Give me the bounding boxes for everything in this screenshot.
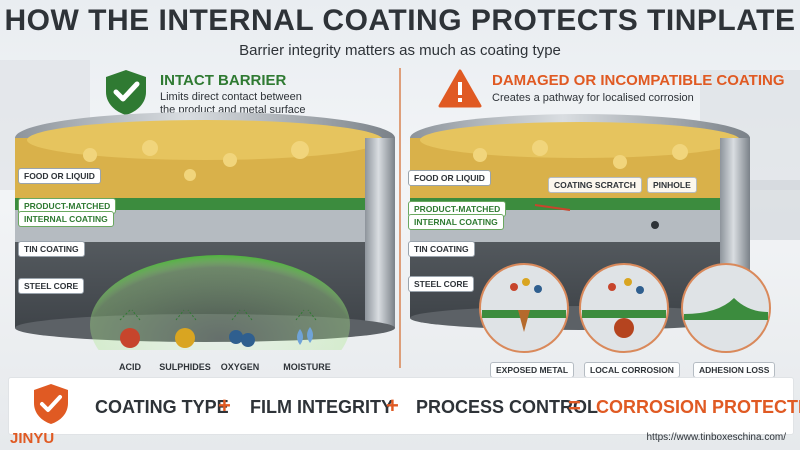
check-shield-icon bbox=[106, 70, 146, 115]
left-heading: INTACT BARRIER bbox=[160, 72, 287, 89]
formula-plus-1: + bbox=[218, 393, 231, 418]
agent-label-moisture: MOISTURE bbox=[283, 362, 331, 372]
website-url[interactable]: https://www.tinboxeschina.com/ bbox=[646, 432, 786, 443]
defect-insets-graphic bbox=[479, 263, 771, 353]
agent-label-acid: ACID bbox=[119, 362, 141, 372]
inset-exposed-metal bbox=[479, 263, 569, 353]
formula-equals: = bbox=[568, 393, 581, 418]
inset-label-local-corrosion: LOCAL CORROSION bbox=[584, 362, 680, 378]
formula-term-process-control: PROCESS CONTROL bbox=[416, 397, 599, 417]
inset-label-adhesion-loss: ADHESION LOSS bbox=[693, 362, 776, 378]
inset-label-exposed-metal: EXPOSED METAL bbox=[490, 362, 575, 378]
agent-label-sulphides: SULPHIDES bbox=[159, 362, 211, 372]
left-label-tin: TIN COATING bbox=[18, 241, 85, 257]
defect-label-scratch: COATING SCRATCH bbox=[548, 177, 642, 193]
formula-term-coating-type: COATING TYPE bbox=[95, 397, 229, 417]
oxygen-icon bbox=[229, 330, 243, 344]
inset-local-corrosion bbox=[579, 263, 669, 353]
check-shield-icon-bottom bbox=[34, 384, 68, 424]
defect-label-pinhole: PINHOLE bbox=[647, 177, 697, 193]
left-label-food: FOOD OR LIQUID bbox=[18, 168, 101, 184]
page-subtitle: Barrier integrity matters as much as coa… bbox=[239, 42, 561, 59]
right-heading: DAMAGED OR INCOMPATIBLE COATING bbox=[492, 72, 785, 89]
right-label-tin: TIN COATING bbox=[408, 241, 475, 257]
formula-bar bbox=[8, 377, 794, 435]
formula-term-film-integrity: FILM INTEGRITY bbox=[250, 397, 393, 417]
right-label-steel: STEEL CORE bbox=[408, 276, 475, 292]
left-label-coating-line2: INTERNAL COATING bbox=[18, 211, 114, 227]
warning-triangle-icon bbox=[438, 69, 482, 108]
page-title: HOW THE INTERNAL COATING PROTECTS TINPLA… bbox=[4, 4, 796, 37]
panel-divider bbox=[399, 68, 401, 368]
corrosive-agents-graphic bbox=[119, 309, 317, 348]
formula-result: CORROSION PROTECTION bbox=[596, 397, 800, 417]
sulphides-icon bbox=[175, 328, 195, 348]
formula-plus-2: + bbox=[386, 393, 399, 418]
left-label-steel: STEEL CORE bbox=[18, 278, 85, 294]
right-label-coating-line2: INTERNAL COATING bbox=[408, 214, 504, 230]
brand-logo: JINYU bbox=[10, 430, 55, 447]
moisture-icon bbox=[297, 329, 303, 345]
right-label-food: FOOD OR LIQUID bbox=[408, 170, 491, 186]
acid-icon bbox=[120, 328, 140, 348]
right-description: Creates a pathway for localised corrosio… bbox=[492, 92, 694, 104]
agent-label-oxygen: OXYGEN bbox=[220, 362, 260, 372]
left-description-line1: Limits direct contact between bbox=[160, 91, 302, 103]
